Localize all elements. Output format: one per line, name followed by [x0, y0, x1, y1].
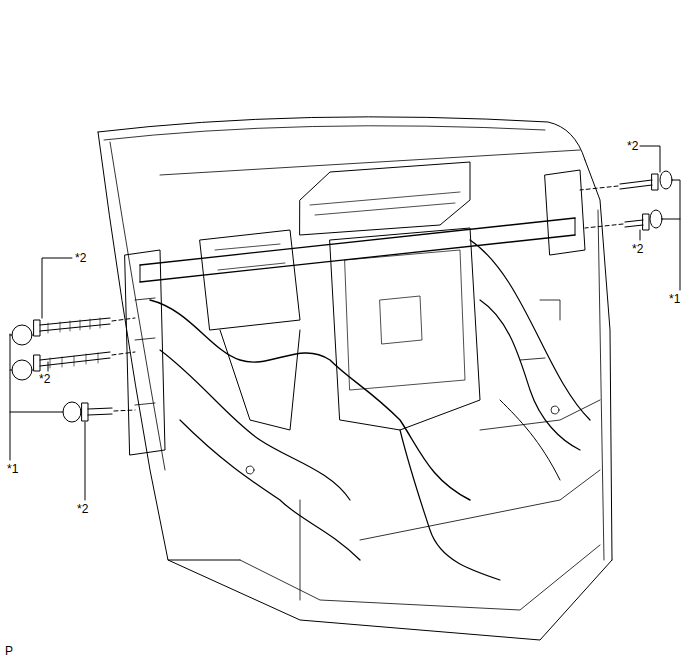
- callout-number: *2: [74, 251, 87, 265]
- callout-number: *2: [38, 372, 51, 386]
- callout-number: *1: [6, 462, 19, 476]
- callout-number: *2: [631, 242, 644, 256]
- callout-number: *1: [668, 292, 681, 306]
- figure-code: P: [4, 644, 14, 658]
- callout-number: *2: [76, 502, 89, 516]
- callout-number: *2: [626, 139, 639, 153]
